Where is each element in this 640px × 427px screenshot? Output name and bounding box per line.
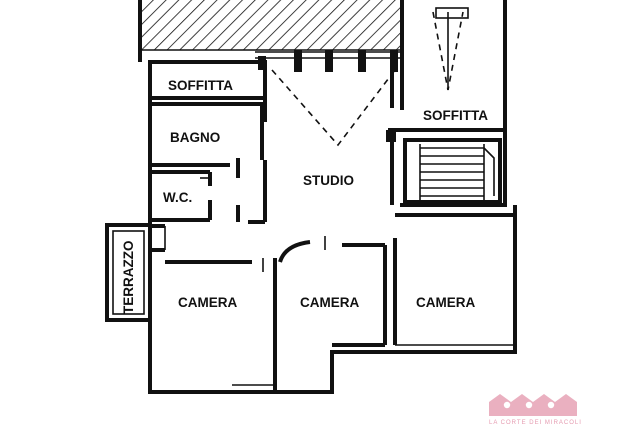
room-label-camera-right: CAMERA — [416, 295, 475, 310]
camera-left-room: CAMERA — [165, 258, 277, 392]
room-label-soffitta-right: SOFFITTA — [423, 108, 488, 123]
soffitta-left-room: SOFFITTA — [148, 60, 267, 100]
room-label-soffitta-left: SOFFITTA — [168, 78, 233, 93]
studio-area: STUDIO — [255, 50, 402, 188]
room-label-wc: W.C. — [163, 190, 192, 205]
room-label-camera-left: CAMERA — [178, 295, 237, 310]
room-label-bagno: BAGNO — [170, 130, 220, 145]
bagno-room: BAGNO — [150, 102, 264, 167]
agency-logo: LA CORTE DEI MIRACOLI — [489, 394, 582, 426]
wc-room: W.C. — [150, 158, 240, 222]
staircase — [386, 130, 502, 205]
room-label-studio: STUDIO — [303, 173, 354, 188]
camera-right-room: CAMERA — [393, 213, 515, 346]
terrazzo-room: TERRAZZO — [105, 223, 152, 322]
room-label-terrazzo: TERRAZZO — [121, 241, 136, 315]
house-shapes-icon — [489, 394, 577, 416]
logo-text: LA CORTE DEI MIRACOLI — [489, 420, 582, 426]
soffitta-right-room: SOFFITTA — [388, 70, 505, 132]
room-label-camera-center: CAMERA — [300, 295, 359, 310]
hatched-terrace-area — [138, 0, 402, 62]
corridor-walls — [150, 90, 267, 252]
upper-stair-shaft — [400, 0, 507, 205]
camera-center-room: CAMERA — [278, 236, 387, 347]
